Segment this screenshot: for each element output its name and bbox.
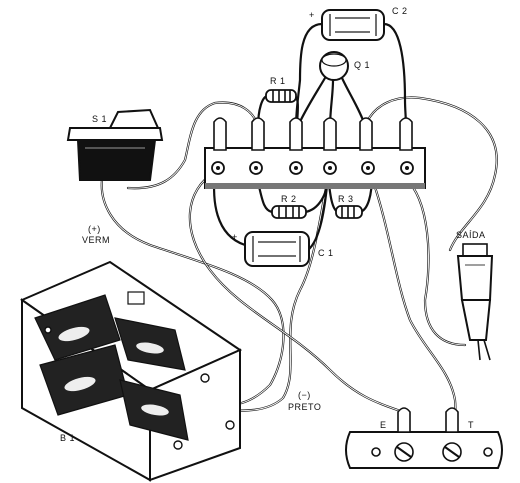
- battery-holder-b1: B 1: [19, 260, 243, 482]
- output-jack: SAÍDA: [456, 230, 494, 361]
- terminal-t-label: T: [468, 420, 474, 430]
- terminal-strip: [204, 117, 426, 189]
- resistor-r1: R 1: [265, 76, 297, 103]
- c2-label: C 2: [392, 6, 408, 16]
- c1-plus-label: +: [232, 232, 238, 242]
- r2-label: R 2: [281, 194, 297, 204]
- resistor-r3: R 3: [335, 194, 363, 219]
- preto-polarity-label: (−): [298, 390, 311, 400]
- preto-label: PRETO: [288, 402, 321, 412]
- r1-label: R 1: [270, 76, 286, 86]
- c2-plus-label: +: [309, 10, 315, 20]
- resistor-r2: R 2: [271, 194, 307, 219]
- verm-label: VERM: [82, 235, 110, 245]
- switch-s1: S 1: [66, 108, 164, 181]
- terminal-e-label: E: [380, 420, 387, 430]
- s1-label: S 1: [92, 114, 107, 124]
- verm-polarity-label: (+): [88, 224, 101, 234]
- b1-label: B 1: [60, 433, 75, 443]
- capacitor-c1: + C 1: [232, 231, 334, 267]
- c1-label: C 1: [318, 248, 334, 258]
- saida-label: SAÍDA: [456, 230, 486, 240]
- terminal-block-et: E T: [345, 407, 503, 469]
- transistor-q1: Q 1: [319, 51, 370, 81]
- r3-label: R 3: [338, 194, 354, 204]
- q1-label: Q 1: [354, 60, 370, 70]
- capacitor-c2: + C 2: [309, 6, 408, 41]
